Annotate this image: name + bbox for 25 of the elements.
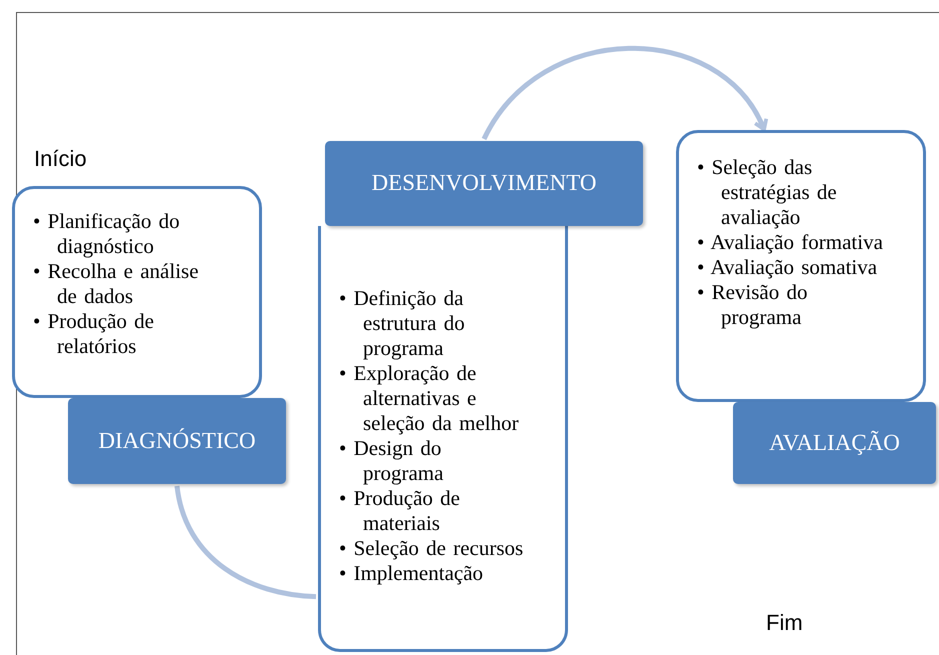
stage-title: DIAGNÓSTICO [98, 426, 256, 455]
bullet-item: • Planificação do diagnóstico [33, 209, 181, 259]
bullet-item: • Produção de relatórios [33, 309, 155, 359]
bullet-item: • Produção de materiais [339, 486, 461, 536]
stage-title-box [325, 141, 643, 226]
stage-title-box [733, 402, 936, 484]
bullet-item: • Seleção de recursos [339, 536, 524, 561]
bullet-item: • Avaliação formativa [697, 230, 883, 255]
task-list-box [676, 130, 926, 402]
curved-arrow [482, 46, 768, 140]
bullet-item: • Recolha e análise de dados [33, 259, 200, 309]
bullet-item: • Design do programa [339, 436, 444, 486]
task-list-box [12, 186, 262, 398]
stage-title: DESENVOLVIMENTO [372, 169, 596, 198]
bullet-item: • Revisão do programa [697, 280, 809, 330]
bullet-item: • Seleção das estratégias de avaliação [697, 155, 838, 230]
stage-marker-label: Início [34, 145, 87, 173]
bullet-item: • Avaliação somativa [697, 255, 878, 280]
stage-title: AVALIAÇÃO [769, 428, 900, 457]
bullet-item: • Definição da estrutura do programa [339, 286, 466, 361]
stage-title-box [68, 398, 286, 484]
bullet-item: • Exploração de alternativas e seleção da melhor [339, 361, 520, 436]
task-list-box [318, 226, 568, 652]
bullet-item: • Implementação [339, 561, 484, 586]
stage-marker-label: Fim [766, 609, 803, 637]
